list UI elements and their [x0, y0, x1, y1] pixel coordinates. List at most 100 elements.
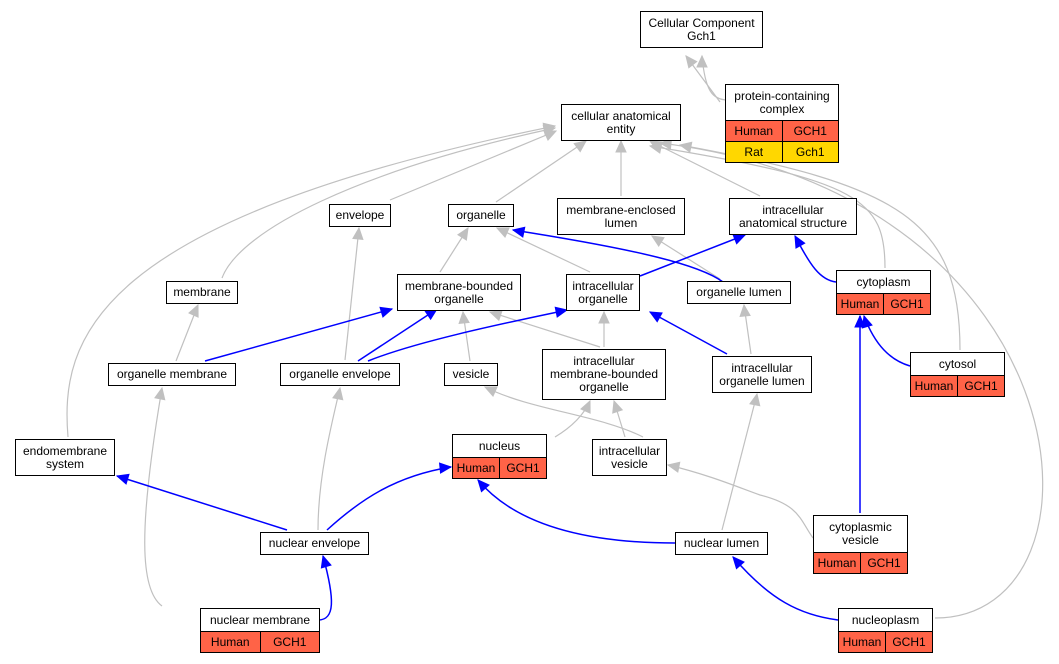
node-membrane[interactable]: membrane: [166, 281, 238, 304]
node-label: organelle: [449, 205, 513, 226]
node-label-line: organelle: [579, 380, 629, 394]
is-a-edge: [317, 387, 341, 531]
node-organelle-membrane[interactable]: organelle membrane: [108, 363, 236, 386]
node-organelle[interactable]: organelle: [448, 204, 514, 227]
gene-cell: GCH1: [883, 294, 930, 314]
gene-cell: Gch1: [781, 142, 839, 162]
part-of-edge: [326, 466, 452, 531]
edge-arrowhead: [115, 473, 130, 485]
edge-arrowhead: [612, 399, 624, 414]
node-label-line: vesicle: [452, 367, 490, 381]
node-label-line: organelle: [434, 291, 484, 306]
node-label: membrane: [167, 282, 237, 303]
node-label: vesicle: [445, 364, 497, 385]
node-label-line: vesicle: [842, 533, 879, 547]
edge-arrowhead: [749, 392, 761, 407]
is-a-edge: [649, 145, 886, 269]
part-of-edge: [116, 475, 288, 531]
edge-arrowhead: [573, 140, 587, 153]
gene-cell: GCH1: [885, 632, 932, 652]
edge-arrowhead: [488, 310, 503, 322]
species-cell: Human: [842, 634, 882, 649]
is-a-edge: [484, 386, 644, 438]
edge-arrowhead: [457, 226, 469, 241]
edge-arrowhead: [615, 139, 627, 153]
part-of-edge: [367, 309, 568, 362]
node-label-line: anatomical structure: [738, 215, 848, 230]
is-a-edge: [649, 140, 761, 197]
is-a-edge: [721, 393, 758, 531]
node-label: envelope: [330, 205, 390, 226]
node-label-line: membrane: [173, 285, 231, 299]
edge-arrowhead: [188, 303, 199, 318]
node-label-line: intracellular: [572, 278, 634, 293]
node-label: nucleoplasm: [839, 609, 932, 631]
node-envelope[interactable]: envelope: [329, 204, 391, 227]
node-label-line: membrane-bounded: [404, 278, 514, 293]
node-label-line: cytoplasm: [856, 274, 911, 289]
species-cell: Human: [817, 555, 857, 570]
edge-arrowhead: [320, 554, 332, 569]
node-label: nuclear lumen: [676, 533, 767, 554]
part-of-edge: [357, 308, 438, 362]
edge-arrowhead: [458, 310, 470, 325]
node-label-line: organelle lumen: [696, 285, 782, 299]
edge-arrowhead: [732, 556, 745, 570]
edge-arrowhead: [438, 462, 453, 474]
edge-arrowhead: [648, 311, 663, 323]
node-label: nuclear membrane: [201, 609, 319, 631]
node-organelle-lumen[interactable]: organelle lumen: [687, 281, 791, 304]
node-label-line: entity: [606, 121, 636, 136]
is-a-edge: [389, 130, 557, 201]
node-organelle-envelope[interactable]: organelle envelope: [280, 363, 400, 386]
part-of-edge: [204, 308, 393, 362]
node-vesicle[interactable]: vesicle: [444, 363, 498, 386]
is-a-edge: [221, 127, 556, 279]
node-nuclear-envelope[interactable]: nuclear envelope: [260, 532, 369, 555]
edge-arrowhead: [648, 142, 663, 154]
species-cell: Human: [456, 460, 496, 475]
node-label-line: complex: [759, 101, 805, 116]
node-label-line: membrane-enclosed: [566, 202, 676, 217]
is-a-edge: [66, 125, 556, 438]
is-a-edge: [496, 227, 591, 273]
gene-cell: GCH1: [781, 121, 839, 141]
node-label: organelle lumen: [688, 282, 790, 303]
node-label-line: intracellular: [598, 443, 661, 458]
node-label-line: organelle: [456, 208, 506, 222]
is-a-edge: [495, 140, 587, 203]
node-nuclear-lumen[interactable]: nuclear lumen: [675, 532, 768, 555]
edge-arrowhead: [598, 310, 610, 324]
edge-arrowhead: [666, 461, 681, 473]
edge-arrowhead: [685, 55, 698, 69]
